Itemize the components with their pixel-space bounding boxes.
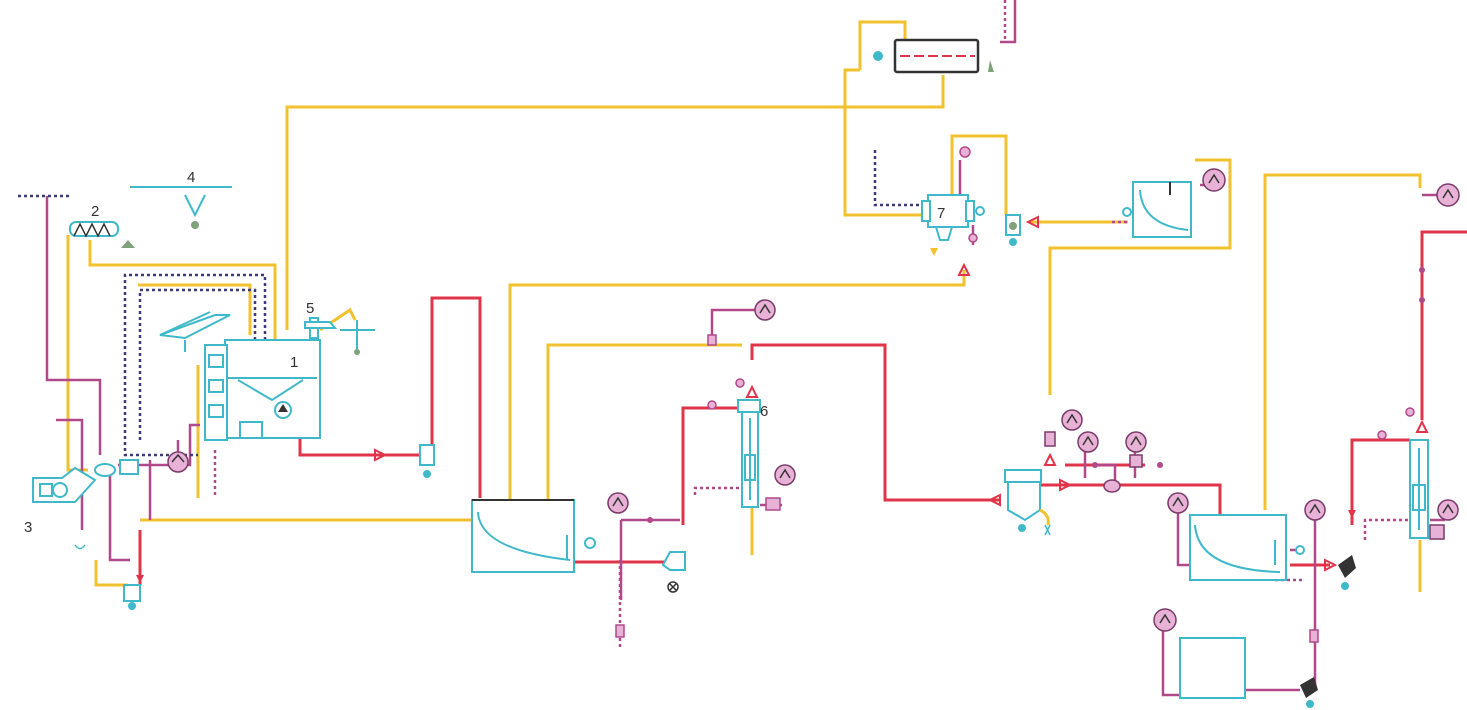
- arrow-icon: [1324, 558, 1338, 572]
- gauge-icon: [1436, 183, 1460, 207]
- pump-7: [1005, 214, 1021, 246]
- label-unit-3: 3: [24, 519, 32, 536]
- gauge-icon: [1437, 499, 1459, 521]
- gauge-icon: [774, 464, 796, 486]
- valve-icon: [1309, 629, 1319, 643]
- product-tank: [1189, 514, 1305, 581]
- dashed-lines: [18, 0, 1410, 650]
- spray-nozzle: [130, 186, 232, 229]
- gauge-icon: [1304, 499, 1326, 521]
- instrument-cluster: [1044, 431, 1143, 493]
- column-6: [737, 399, 761, 508]
- dark-pump-lower: [1300, 677, 1318, 708]
- valve-icon: [1419, 267, 1425, 273]
- gauge-icon: [1061, 409, 1083, 431]
- valve-icon: [959, 146, 971, 158]
- label-unit-6: 6: [760, 403, 768, 420]
- arrow-icon: [987, 493, 1001, 507]
- valve-icon: [1092, 462, 1098, 468]
- valve-icon: [707, 400, 717, 410]
- valve-icon: [1419, 297, 1425, 303]
- valve-icon: [765, 497, 781, 511]
- valves-and-arrows: [374, 146, 1429, 643]
- yellow-lines: [66, 20, 1422, 592]
- arrow-icon: [1415, 419, 1429, 433]
- feed-pump: [32, 466, 97, 550]
- valve-icon: [735, 378, 745, 388]
- heat-exchanger: [873, 38, 994, 74]
- label-unit-2: 2: [91, 203, 99, 220]
- upper-tank: [1122, 181, 1192, 238]
- centrifugal-pump: [661, 551, 686, 593]
- right-column: [1409, 439, 1445, 540]
- label-unit-4: 4: [187, 169, 195, 186]
- screw-conveyor: [69, 221, 135, 248]
- valve-icon: [647, 517, 653, 523]
- arrow-icon: [1043, 452, 1057, 466]
- label-unit-7: 7: [937, 205, 945, 222]
- settling-tank: [471, 499, 596, 573]
- separator-7: [921, 194, 985, 256]
- valve-icon: [1157, 462, 1163, 468]
- label-unit-5: 5: [306, 300, 314, 317]
- gauge-icon: [754, 299, 776, 321]
- arrow-icon: [374, 448, 388, 462]
- arrow-icon: [957, 262, 971, 276]
- arrow-icon: [1025, 215, 1039, 229]
- label-unit-1: 1: [290, 354, 298, 371]
- cyclone-filter: [1004, 469, 1051, 536]
- gauge-icon: [1153, 608, 1177, 632]
- gauge-icon: [1077, 431, 1099, 453]
- small-exchanger: [94, 451, 189, 477]
- inclined-conveyor: [159, 311, 231, 352]
- gauge-icon: [1125, 431, 1147, 453]
- pump-mid: [419, 444, 435, 478]
- gauges: [607, 168, 1460, 632]
- arrow-icon: [1059, 478, 1073, 492]
- gauge-icon: [1202, 168, 1226, 192]
- unit-labels: 1 2 3 4 5 6 7: [24, 169, 945, 536]
- valve-icon: [1377, 430, 1387, 440]
- gauge-icon: [1167, 492, 1189, 514]
- valve-icon: [1405, 407, 1415, 417]
- storage-box: [1179, 637, 1246, 699]
- gauge-icon: [607, 492, 629, 514]
- pipe-unit: [304, 320, 375, 355]
- valve-icon: [615, 624, 625, 638]
- pump-left: [123, 575, 144, 610]
- main-vessel: [204, 317, 321, 441]
- dark-pump-upper: [1338, 510, 1356, 590]
- arrow-icon: [745, 384, 759, 398]
- valve-icon: [707, 334, 717, 346]
- equipment: [32, 38, 1445, 708]
- valve-icon: [968, 233, 978, 243]
